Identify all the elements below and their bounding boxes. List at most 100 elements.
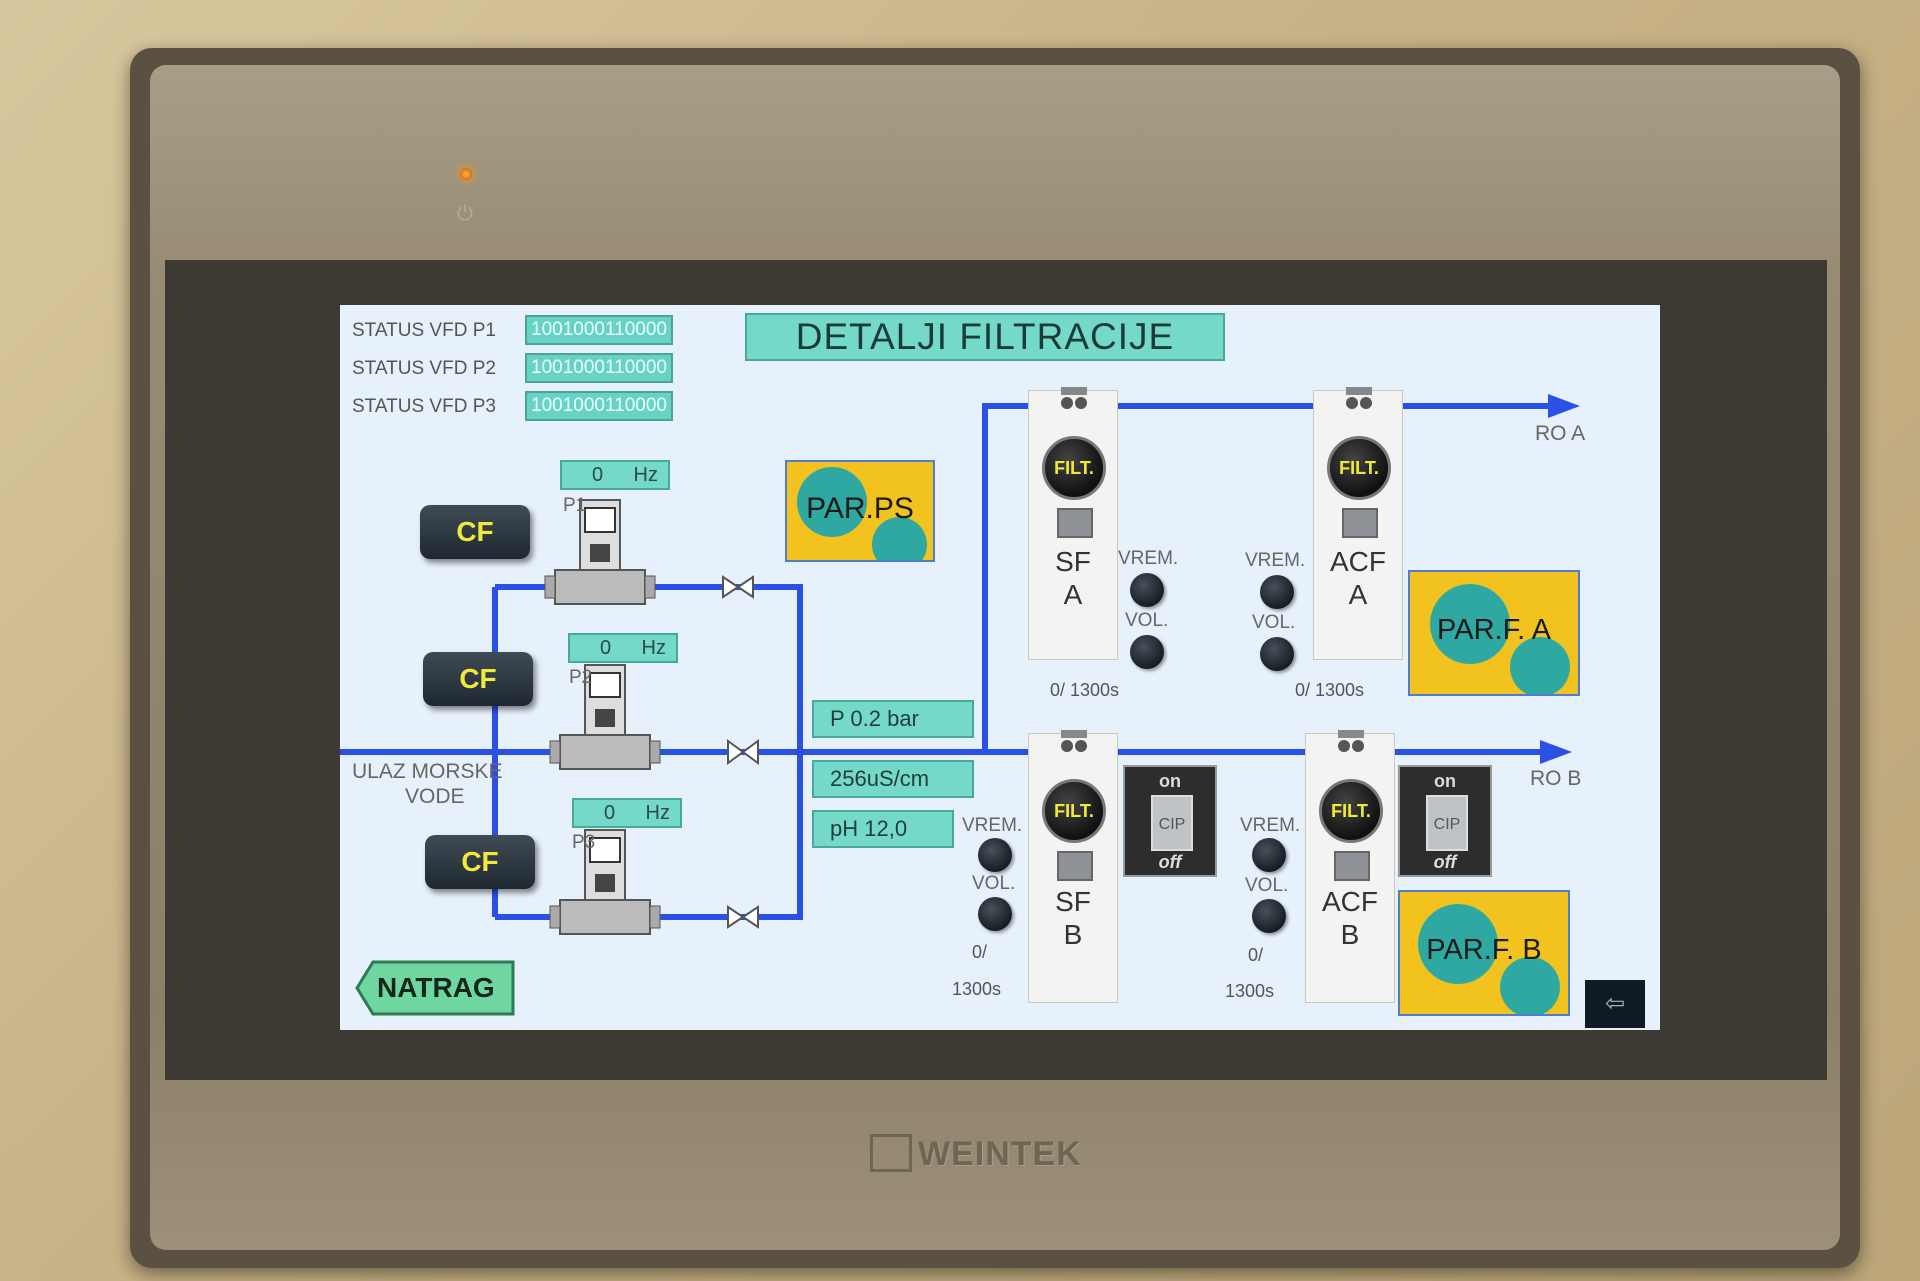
pump-p3-value: 0 xyxy=(604,802,616,824)
system-back-icon[interactable]: ⇦ xyxy=(1585,980,1645,1028)
pump-p2-label: P2 xyxy=(569,667,593,688)
vfd-status-value-p2: 1001000110000 xyxy=(525,353,673,383)
tank-sf-a-sub: A xyxy=(1063,579,1083,610)
hmi-screen: STATUS VFD P1 1001000110000 STATUS VFD P… xyxy=(340,305,1660,1030)
sf-a-vol-label: VOL. xyxy=(1125,610,1169,631)
back-label: NATRAG xyxy=(377,972,495,1003)
cip-off-label: off xyxy=(1433,852,1457,872)
vfd-status-value-p1: 1001000110000 xyxy=(525,315,673,345)
acf-b-counter-line2: 1300s xyxy=(1225,981,1275,1001)
gear-icon xyxy=(872,517,927,560)
cip-rocker: CIP xyxy=(1151,795,1193,851)
vfd-status-value-p3: 1001000110000 xyxy=(525,391,673,421)
brand-text: WEINTEK xyxy=(918,1135,1082,1173)
tank-acf-b-name: ACF xyxy=(1322,886,1378,917)
gear-icon xyxy=(1430,584,1510,664)
sf-b-counter-line1: 0/ xyxy=(972,942,988,962)
par-ps-button[interactable]: PAR.PS xyxy=(785,460,935,562)
sf-b-time-label: VREM. xyxy=(962,815,1023,836)
filt-button-acf-a[interactable]: FILT. xyxy=(1327,436,1391,500)
tank-acf-a-name: ACF xyxy=(1330,546,1386,577)
cip-on-label: on xyxy=(1434,771,1456,791)
par-ps-label: PAR.PS xyxy=(806,492,914,525)
pump-p2-value: 0 xyxy=(600,637,612,659)
sf-b-time-button[interactable] xyxy=(978,838,1012,872)
acf-a-counter: 0/ 1300s xyxy=(1295,680,1365,700)
outlet-ro-a-label: RO A xyxy=(1535,422,1586,445)
gear-icon xyxy=(1500,957,1560,1014)
acf-a-time-button[interactable] xyxy=(1260,575,1294,609)
status-lamp-sf-b xyxy=(1057,851,1093,881)
gear-icon xyxy=(1418,904,1498,984)
tank-acf-a: FILT. ACF A xyxy=(1313,387,1403,660)
par-f-a-label: PAR.F. A xyxy=(1437,614,1551,646)
back-natrag-button[interactable]: NATRAG xyxy=(355,960,515,1016)
filt-button-acf-b[interactable]: FILT. xyxy=(1319,779,1383,843)
filt-button-sf-b[interactable]: FILT. xyxy=(1042,779,1106,843)
status-lamp-acf-b xyxy=(1334,851,1370,881)
acf-b-time-label: VREM. xyxy=(1240,815,1301,836)
tank-acf-a-sub: A xyxy=(1348,579,1368,610)
sf-b-counter-line2: 1300s xyxy=(952,979,1002,999)
pump-p2-frequency: 0 Hz xyxy=(568,633,678,663)
ph-readout: pH 12,0 xyxy=(812,810,954,848)
sf-a-time-button[interactable] xyxy=(1130,573,1164,607)
weintek-logo-icon xyxy=(870,1134,912,1173)
sf-b-vol-label: VOL. xyxy=(972,873,1016,894)
pump-p3-frequency: 0 Hz xyxy=(572,798,682,828)
par-f-b-label: PAR.F. B xyxy=(1426,934,1542,966)
pressure-readout: P 0.2 bar xyxy=(812,700,974,738)
pump-p3-label: P3 xyxy=(572,832,596,853)
valve-head-icon xyxy=(1061,387,1087,409)
status-lamp-acf-a xyxy=(1342,508,1378,538)
acf-a-vol-label: VOL. xyxy=(1252,612,1296,633)
vfd-status-label-p3: STATUS VFD P3 xyxy=(352,396,496,417)
status-lamp-sf-a xyxy=(1057,508,1093,538)
tank-sf-a-name: SF xyxy=(1055,546,1091,577)
sf-a-time-label: VREM. xyxy=(1118,548,1179,569)
acf-b-vol-button[interactable] xyxy=(1252,899,1286,933)
filt-button-sf-a[interactable]: FILT. xyxy=(1042,436,1106,500)
par-f-b-button[interactable]: PAR.F. B xyxy=(1398,890,1570,1016)
par-f-a-button[interactable]: PAR.F. A xyxy=(1408,570,1580,696)
inlet-label-line1: ULAZ MORSKE xyxy=(352,760,503,783)
valve-head-icon xyxy=(1338,730,1364,752)
tank-sf-a: FILT. SF A xyxy=(1028,387,1118,660)
acf-b-time-button[interactable] xyxy=(1252,838,1286,872)
cip-rocker: CIP xyxy=(1426,795,1468,851)
cip-switch-acf-b[interactable]: on CIP off xyxy=(1398,765,1492,877)
acf-a-time-label: VREM. xyxy=(1245,550,1306,571)
valve-head-icon xyxy=(1061,730,1087,752)
tank-acf-b: FILT. ACF B xyxy=(1305,730,1395,1003)
cf-button-p3[interactable]: CF xyxy=(425,835,535,889)
tank-acf-b-sub: B xyxy=(1340,919,1360,950)
conductivity-readout: 256uS/cm xyxy=(812,760,974,798)
pump-p1-frequency: 0 Hz xyxy=(560,460,670,490)
gear-icon xyxy=(797,467,867,537)
vfd-status-label-p2: STATUS VFD P2 xyxy=(352,358,496,379)
status-led xyxy=(460,168,472,180)
cf-button-p1[interactable]: CF xyxy=(420,505,530,559)
pump-p3-unit: Hz xyxy=(645,802,670,824)
gear-icon xyxy=(1510,637,1570,694)
tank-sf-b-sub: B xyxy=(1063,919,1083,950)
tank-sf-b: FILT. SF B xyxy=(1028,730,1118,1003)
cip-switch-sf-b[interactable]: on CIP off xyxy=(1123,765,1217,877)
inlet-label-line2: VODE xyxy=(405,785,465,808)
cf-button-p2[interactable]: CF xyxy=(423,652,533,706)
page-title: DETALJI FILTRACIJE xyxy=(745,313,1225,361)
pump-p2-unit: Hz xyxy=(641,637,666,659)
valve-head-icon xyxy=(1346,387,1372,409)
power-icon: ⏻ xyxy=(457,203,473,225)
acf-b-counter-line1: 0/ xyxy=(1248,945,1264,965)
sf-a-counter: 0/ 1300s xyxy=(1050,680,1120,700)
vfd-status-label-p1: STATUS VFD P1 xyxy=(352,320,496,341)
pump-graphics xyxy=(544,499,661,935)
acf-a-vol-button[interactable] xyxy=(1260,637,1294,671)
sf-a-vol-button[interactable] xyxy=(1130,635,1164,669)
pump-p1-value: 0 xyxy=(592,464,604,486)
pump-p1-unit: Hz xyxy=(633,464,658,486)
brand-logo: WEINTEK xyxy=(870,1134,1130,1185)
cip-on-label: on xyxy=(1159,771,1181,791)
sf-b-vol-button[interactable] xyxy=(978,897,1012,931)
